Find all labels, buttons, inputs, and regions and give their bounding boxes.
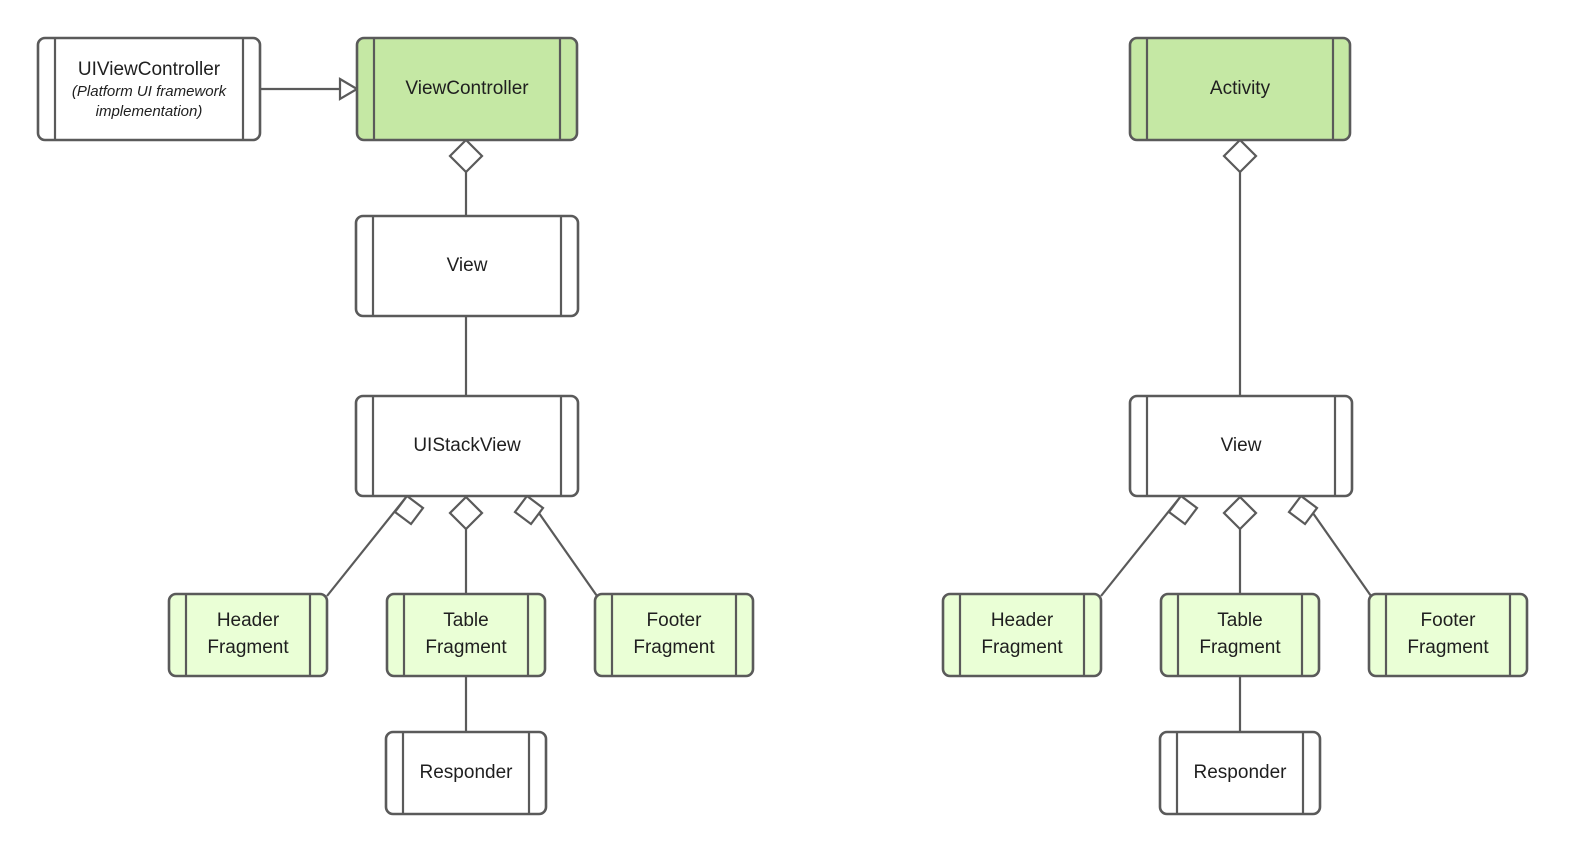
aggregation-diamond-icon [1222, 138, 1258, 174]
node-sublabel-line2: implementation) [96, 103, 203, 120]
component-box [384, 730, 548, 816]
node-android-responder[interactable]: Responder [1158, 730, 1322, 816]
component-box [354, 214, 580, 318]
edge-view-to-table-fragment [1222, 495, 1258, 596]
node-label: ViewController [405, 78, 529, 99]
component-box [355, 36, 579, 142]
node-android-view[interactable]: View [1128, 394, 1354, 498]
edge-uistackview-to-footer-fragment [513, 494, 598, 597]
component-box [593, 592, 755, 678]
component-box [385, 592, 547, 678]
node-ios-table-fragment[interactable]: Table Fragment [385, 592, 547, 678]
component-box [1158, 730, 1322, 816]
node-label-line2: Fragment [425, 637, 507, 658]
edge-uiviewcontroller-to-viewcontroller [260, 77, 360, 101]
aggregation-diamond-icon [1167, 494, 1199, 526]
node-android-footer-fragment[interactable]: Footer Fragment [1367, 592, 1529, 678]
node-label-line1: Footer [1421, 610, 1477, 631]
realization-arrowhead-icon [338, 77, 360, 101]
node-label-line2: Fragment [207, 637, 289, 658]
component-box [167, 592, 329, 678]
edge-uistackview-to-table-fragment [448, 495, 484, 596]
node-ios-view[interactable]: View [354, 214, 580, 318]
node-android-table-fragment[interactable]: Table Fragment [1159, 592, 1321, 678]
node-uiviewcontroller[interactable]: UIViewController (Platform UI framework … [36, 36, 262, 142]
component-box [941, 592, 1103, 678]
edge-viewcontroller-to-view [448, 138, 484, 216]
aggregation-diamond-icon [448, 495, 484, 531]
node-ios-footer-fragment[interactable]: Footer Fragment [593, 592, 755, 678]
component-box [1367, 592, 1529, 678]
component-box [1159, 592, 1321, 678]
component-box [354, 394, 580, 498]
node-label: Responder [1194, 762, 1288, 783]
node-label-line2: Fragment [1199, 637, 1281, 658]
connector-layer [260, 77, 1372, 732]
node-label-line2: Fragment [1407, 637, 1489, 658]
component-box [36, 36, 262, 142]
node-label-line2: Fragment [633, 637, 715, 658]
aggregation-diamond-icon [1287, 494, 1319, 526]
edge-view-to-header-fragment [1100, 494, 1199, 597]
node-ios-header-fragment[interactable]: Header Fragment [167, 592, 329, 678]
node-ios-responder[interactable]: Responder [384, 730, 548, 816]
component-box [1128, 36, 1352, 142]
node-sublabel-line1: (Platform UI framework [72, 83, 228, 100]
node-label-line1: Table [1217, 610, 1262, 631]
edge-uistackview-to-header-fragment [326, 494, 425, 597]
edge-activity-to-view [1222, 138, 1258, 396]
aggregation-diamond-icon [513, 494, 545, 526]
component-box [1128, 394, 1354, 498]
node-label: View [1221, 435, 1262, 456]
aggregation-diamond-icon [1222, 495, 1258, 531]
node-android-header-fragment[interactable]: Header Fragment [941, 592, 1103, 678]
node-label-line1: Table [443, 610, 488, 631]
node-label-line2: Fragment [981, 637, 1063, 658]
node-label-line1: Footer [647, 610, 703, 631]
node-label: View [447, 255, 488, 276]
node-label: Activity [1210, 78, 1271, 99]
node-label: UIViewController [78, 59, 221, 80]
node-label-line1: Header [991, 610, 1054, 631]
node-label-line1: Header [217, 610, 280, 631]
node-label: UIStackView [413, 435, 521, 456]
node-label: Responder [420, 762, 514, 783]
node-uistackview[interactable]: UIStackView [354, 394, 580, 498]
node-activity[interactable]: Activity [1128, 36, 1352, 142]
edge-view-to-footer-fragment [1287, 494, 1372, 597]
aggregation-diamond-icon [448, 138, 484, 174]
aggregation-diamond-icon [393, 494, 425, 526]
node-viewcontroller[interactable]: ViewController [355, 36, 579, 142]
